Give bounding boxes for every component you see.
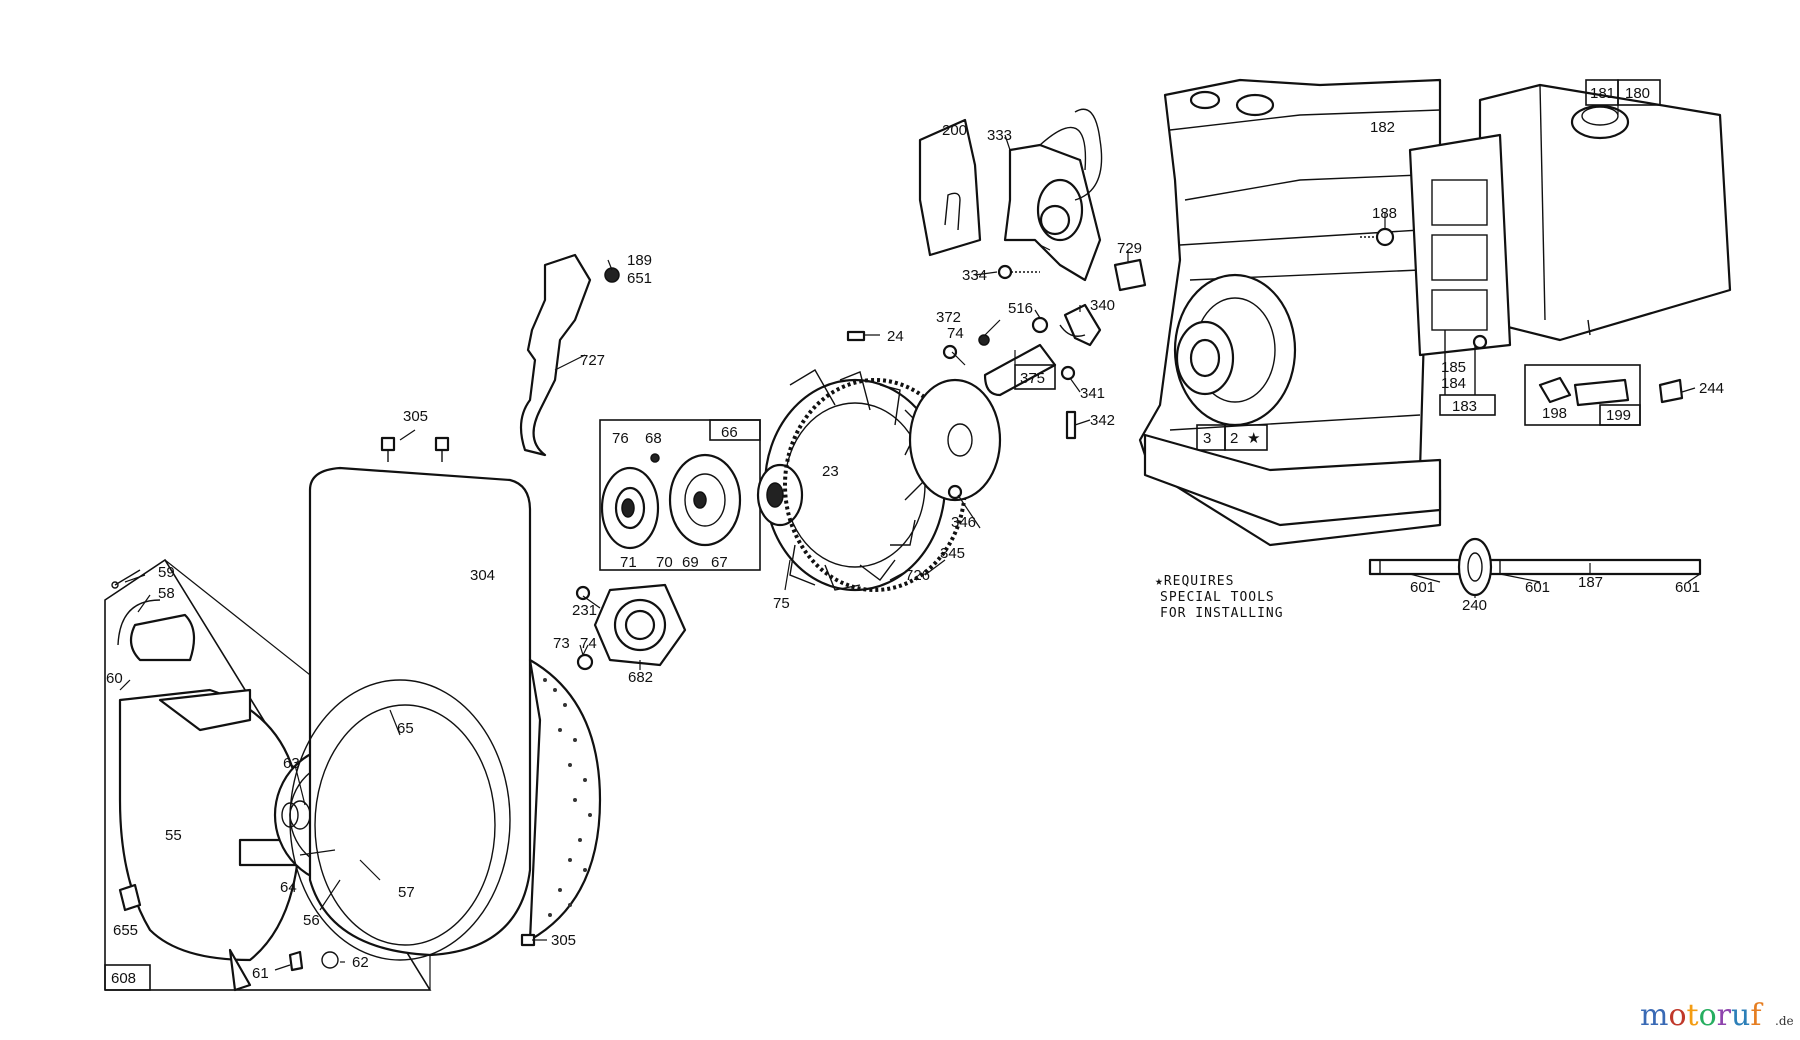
- label-61: 61: [252, 965, 269, 982]
- label-75: 75: [773, 595, 790, 612]
- fuel-tank: [1408, 79, 1732, 426]
- label-200: 200: [942, 122, 967, 139]
- group-box-183: [1439, 394, 1496, 416]
- label-63: 63: [283, 755, 300, 772]
- starter-housing: [118, 688, 302, 962]
- watermark-logo: motoruf .de: [1640, 998, 1794, 1033]
- label-23: 23: [822, 463, 839, 480]
- label-244: 244: [1699, 380, 1724, 397]
- label-2: 2: [1230, 430, 1238, 447]
- callout-labels: 59 58 60 55 655 608 61 62 63 64 56 57 65…: [106, 85, 1724, 987]
- label-58: 58: [158, 585, 175, 602]
- label-60: 60: [106, 670, 123, 687]
- label-56: 56: [303, 912, 320, 929]
- label-57: 57: [398, 884, 415, 901]
- label-198: 198: [1542, 405, 1567, 422]
- label-24: 24: [887, 328, 904, 345]
- label-187: 187: [1578, 574, 1603, 591]
- starter-handle: [129, 613, 196, 662]
- label-340: 340: [1090, 297, 1115, 314]
- label-682: 682: [628, 669, 653, 686]
- label-333: 333: [987, 127, 1012, 144]
- wm-suffix: .de: [1775, 1014, 1794, 1028]
- note-line-3: FOR INSTALLING: [1160, 606, 1284, 621]
- label-181: 181: [1590, 85, 1615, 102]
- label-66: 66: [721, 424, 738, 441]
- label-729: 729: [1117, 240, 1142, 257]
- wm-letter-m: m: [1640, 998, 1668, 1033]
- label-305-top: 305: [403, 408, 428, 425]
- label-601-left: 601: [1410, 579, 1435, 596]
- special-tools-note: ★REQUIRES SPECIAL TOOLS FOR INSTALLING: [1155, 574, 1284, 621]
- label-67: 67: [711, 554, 728, 571]
- label-601-mid: 601: [1525, 579, 1550, 596]
- label-375: 375: [1020, 370, 1045, 387]
- label-199: 199: [1606, 407, 1631, 424]
- label-180: 180: [1625, 85, 1650, 102]
- label-655: 655: [113, 922, 138, 939]
- ignition-group: [918, 108, 1147, 440]
- label-74-top: 74: [947, 325, 964, 342]
- label-726: 726: [905, 567, 930, 584]
- note-line-1: ★REQUIRES: [1155, 574, 1234, 589]
- label-341: 341: [1080, 385, 1105, 402]
- label-76: 76: [612, 430, 629, 447]
- svg-text:motoruf: motoruf: [1640, 998, 1763, 1033]
- label-608: 608: [111, 970, 136, 987]
- wm-letter-r: r: [1717, 998, 1732, 1033]
- flywheel-group: [575, 330, 1002, 667]
- label-346: 346: [951, 514, 976, 531]
- wm-letter-o2: o: [1699, 998, 1717, 1033]
- label-188: 188: [1372, 205, 1397, 222]
- wm-letter-t: t: [1687, 998, 1699, 1033]
- label-64: 64: [280, 879, 297, 896]
- label-345: 345: [940, 545, 965, 562]
- label-65: 65: [397, 720, 414, 737]
- label-3: 3: [1203, 430, 1211, 447]
- label-372: 372: [936, 309, 961, 326]
- label-59: 59: [158, 564, 175, 581]
- wm-letter-f: f: [1750, 998, 1763, 1033]
- label-189: 189: [627, 252, 652, 269]
- group-box-199: [1524, 364, 1641, 426]
- label-68: 68: [645, 430, 662, 447]
- group-box-375: [1014, 364, 1056, 390]
- group-box-66: [709, 419, 761, 441]
- label-240: 240: [1462, 597, 1487, 614]
- label-305-bottom: 305: [551, 932, 576, 949]
- label-73: 73: [553, 635, 570, 652]
- group-box-608: [104, 964, 151, 991]
- label-74-low: 74: [580, 635, 597, 652]
- drive-shaft: [1368, 537, 1702, 597]
- cylinder-block: [1138, 78, 1442, 547]
- label-62: 62: [352, 954, 369, 971]
- leader-lines: [119, 134, 1701, 971]
- blower-housing: [289, 436, 602, 961]
- label-183: 183: [1452, 398, 1477, 415]
- label-185: 185: [1441, 359, 1466, 376]
- label-601-right: 601: [1675, 579, 1700, 596]
- label-231: 231: [572, 602, 597, 619]
- label-727: 727: [580, 352, 605, 369]
- label-55: 55: [165, 827, 182, 844]
- group-box-2: [1224, 424, 1268, 451]
- wm-letter-u: u: [1731, 998, 1750, 1033]
- label-182: 182: [1370, 119, 1395, 136]
- label-651: 651: [627, 270, 652, 287]
- label-2-star: ★: [1247, 430, 1260, 447]
- label-184: 184: [1441, 375, 1466, 392]
- wm-letter-o1: o: [1668, 998, 1686, 1033]
- label-342: 342: [1090, 412, 1115, 429]
- label-516: 516: [1008, 300, 1033, 317]
- label-71: 71: [620, 554, 637, 571]
- note-line-2: SPECIAL TOOLS: [1160, 590, 1275, 605]
- air-guide: [519, 253, 592, 457]
- label-334: 334: [962, 267, 987, 284]
- label-304: 304: [470, 567, 495, 584]
- label-69: 69: [682, 554, 699, 571]
- group-box-180: [1617, 79, 1661, 106]
- label-70: 70: [656, 554, 673, 571]
